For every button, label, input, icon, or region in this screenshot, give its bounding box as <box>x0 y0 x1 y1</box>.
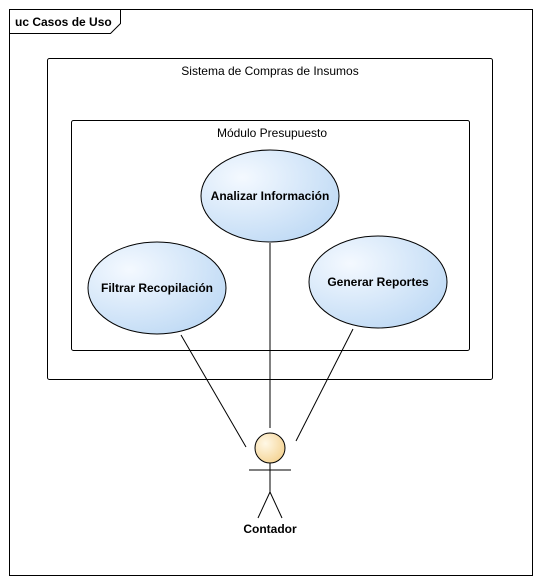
use-case-label: Analizar Información <box>211 189 330 203</box>
use-case-analizar-informacion[interactable]: Analizar Información <box>200 149 340 243</box>
use-case-filtrar-recopilacion[interactable]: Filtrar Recopilación <box>87 241 227 335</box>
diagram-frame-title: uc Casos de Uso <box>15 15 112 29</box>
diagram-frame-tab <box>9 9 121 34</box>
use-case-ellipse[interactable] <box>87 241 227 335</box>
actor-left-leg <box>257 491 271 519</box>
associations <box>180 243 354 448</box>
actor-right-leg <box>269 491 283 519</box>
system-boundary-title: Sistema de Compras de Insumos <box>181 64 358 78</box>
use-case-label: Filtrar Recopilación <box>101 281 213 295</box>
actor-label: Contador <box>243 522 297 536</box>
use-case-ellipse[interactable] <box>200 149 340 243</box>
use-case-label: Generar Reportes <box>327 275 429 289</box>
use-case-ellipse[interactable] <box>308 235 448 329</box>
actor-contador[interactable]: Contador <box>243 432 297 536</box>
association-generar-contador <box>295 328 354 442</box>
module-boundary-title: Módulo Presupuesto <box>217 126 327 140</box>
actor-head[interactable] <box>254 432 286 464</box>
association-filtrar-contador <box>180 334 247 448</box>
use-case-generar-reportes[interactable]: Generar Reportes <box>308 235 448 329</box>
